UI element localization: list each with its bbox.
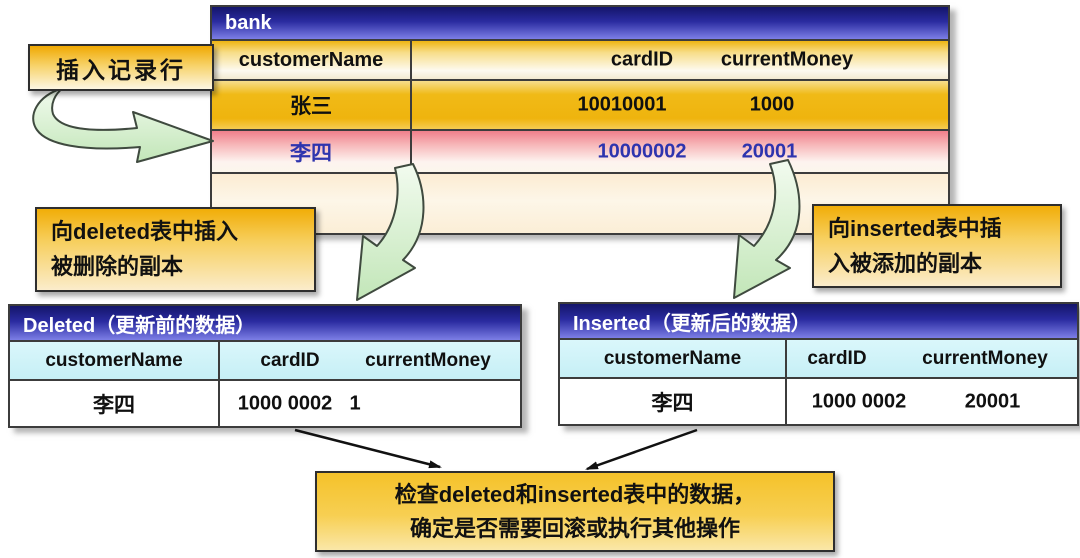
to-deleted-callout-line2: 被删除的副本 <box>51 254 184 279</box>
bank-header-currentmoney: currentMoney <box>720 48 854 71</box>
check-data-callout-line1: 检查deleted和inserted表中的数据， <box>394 482 756 507</box>
deleted-header-currentmoney: currentMoney <box>365 349 491 371</box>
to-inserted-callout: 向inserted表中插 入被添加的副本 <box>812 204 1062 288</box>
deleted-header-cardid: cardID <box>260 349 320 371</box>
deleted-row-name: 李四 <box>10 381 220 426</box>
inserted-row-cardid: 1000 0002 <box>811 390 907 412</box>
deleted-header-customername: customerName <box>10 342 220 379</box>
inserted-to-check-arrow <box>585 428 698 471</box>
bank-zhangsan-currentmoney: 1000 <box>749 93 795 116</box>
inserted-row-currentmoney: 20001 <box>964 390 1021 412</box>
deleted-row-cardid: 1000 0002 <box>237 392 333 414</box>
deleted-table: Deleted（更新前的数据） customerName cardID curr… <box>8 304 522 428</box>
inserted-row-name: 李四 <box>560 379 787 424</box>
inserted-header-customername: customerName <box>560 340 787 377</box>
deleted-header-row: customerName cardID currentMoney <box>10 340 520 379</box>
to-inserted-callout-line2: 入被添加的副本 <box>828 251 983 276</box>
inserted-header-row: customerName cardID currentMoney <box>560 338 1077 377</box>
deleted-row-cell2: 1000 0002 1 <box>220 381 520 426</box>
inserted-table-title: Inserted（更新后的数据） <box>560 304 1077 338</box>
inserted-header-currentmoney: currentMoney <box>922 347 1048 369</box>
check-arrows-icon <box>294 428 698 471</box>
bank-lisi-name: 李四 <box>212 131 412 172</box>
deleted-header-cell2: cardID currentMoney <box>220 342 520 379</box>
bank-header-customername: customerName <box>212 41 412 79</box>
bank-row-zhangsan: 张三 10010001 1000 <box>212 79 948 129</box>
insert-row-callout-label: 插入记录行 <box>56 56 186 83</box>
bank-table-title: bank <box>212 7 948 39</box>
bank-row-lisi: 李四 10000002 20001 <box>212 129 948 172</box>
inserted-header-cell2: cardID currentMoney <box>787 340 1077 377</box>
bank-zhangsan-name: 张三 <box>212 81 412 129</box>
deleted-row-currentmoney: 1 <box>349 392 361 414</box>
to-deleted-callout: 向deleted表中插入 被删除的副本 <box>35 207 316 292</box>
to-inserted-green-arrow-icon <box>733 159 801 299</box>
bank-lisi-cardid: 10000002 <box>597 140 687 162</box>
inserted-header-cardid: cardID <box>807 347 867 369</box>
inserted-row-cell2: 1000 0002 20001 <box>787 379 1077 424</box>
to-deleted-green-arrow-icon <box>356 163 425 301</box>
bank-table: bank customerName cardID currentMoney 张三… <box>210 5 950 235</box>
to-deleted-callout-line1: 向deleted表中插入 <box>51 219 239 244</box>
bank-header-cardid: cardID <box>610 48 674 71</box>
deleted-data-row: 李四 1000 0002 1 <box>10 379 520 426</box>
inserted-data-row: 李四 1000 0002 20001 <box>560 377 1077 424</box>
bank-lisi-cell2: 10000002 20001 <box>412 131 948 172</box>
bank-zhangsan-cardid: 10010001 <box>577 93 667 116</box>
bank-header-cell2: cardID currentMoney <box>412 41 948 79</box>
deleted-table-title: Deleted（更新前的数据） <box>10 306 520 340</box>
insert-row-green-arrow-icon <box>32 87 214 163</box>
deleted-to-check-arrow <box>294 428 442 469</box>
inserted-table: Inserted（更新后的数据） customerName cardID cur… <box>558 302 1079 426</box>
bank-zhangsan-cell2: 10010001 1000 <box>412 81 948 129</box>
bank-header-row: customerName cardID currentMoney <box>212 39 948 79</box>
insert-row-callout: 插入记录行 <box>28 44 214 91</box>
check-data-callout-line2: 确定是否需要回滚或执行其他操作 <box>409 516 740 541</box>
check-data-callout: 检查deleted和inserted表中的数据， 确定是否需要回滚或执行其他操作 <box>315 471 835 552</box>
bank-lisi-currentmoney: 20001 <box>741 140 798 162</box>
to-inserted-callout-line1: 向inserted表中插 <box>828 216 1002 241</box>
